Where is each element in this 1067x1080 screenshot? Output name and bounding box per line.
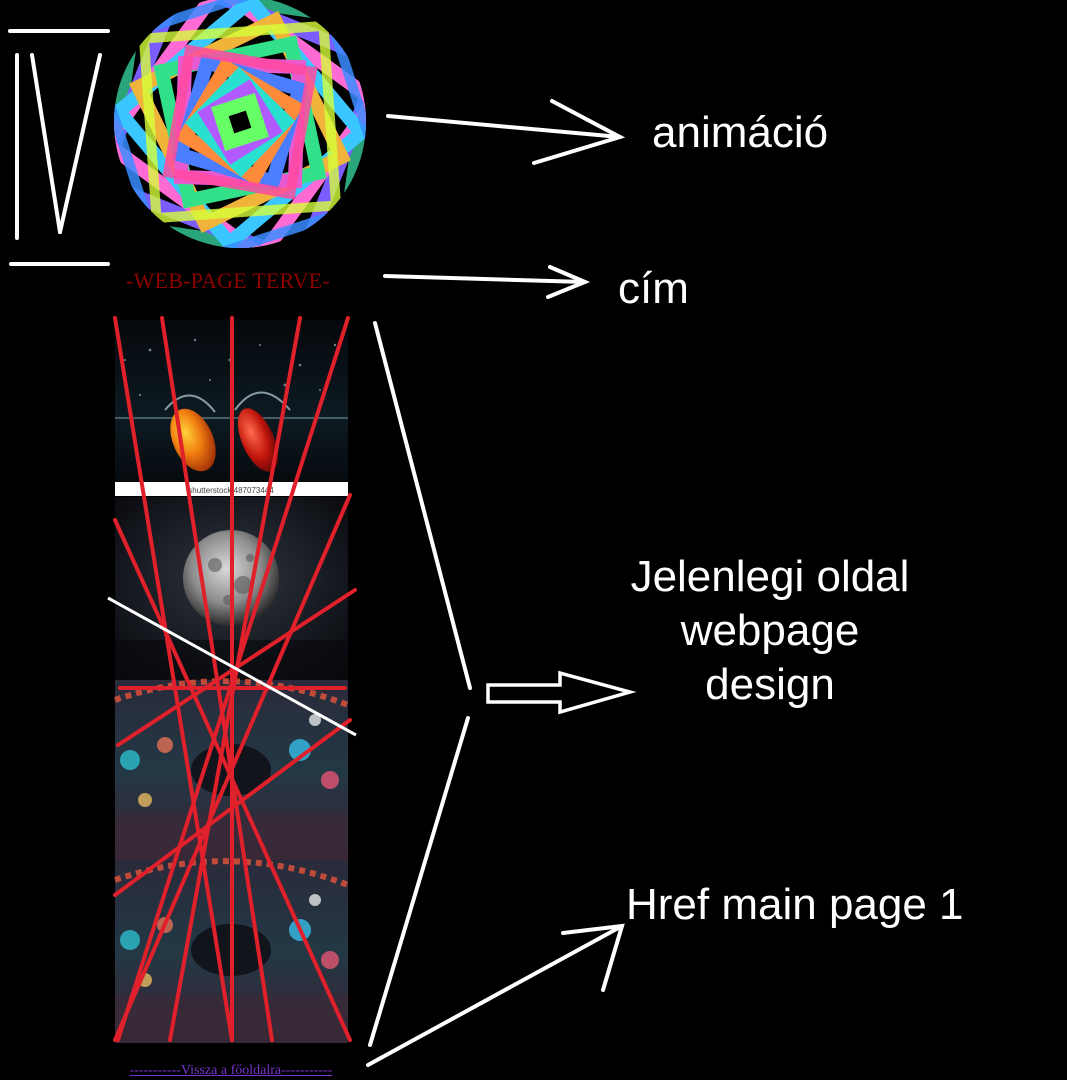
arrow-design: [486, 670, 637, 715]
annotation-animation: animáció: [652, 108, 829, 157]
annotation-current-design: Jelenlegi oldal webpage design: [610, 550, 930, 712]
annotation-design-line-3: design: [705, 660, 835, 709]
white-strike-line: [107, 596, 357, 737]
annotation-design-line-1: Jelenlegi oldal: [630, 552, 910, 601]
animation-graphic: [114, 0, 366, 248]
arrow-title: [383, 265, 591, 299]
page-title: -WEB-PAGE TERVE-: [126, 268, 330, 293]
bracket-doodle: [8, 29, 110, 266]
bracket-right: [368, 321, 472, 1047]
annotation-design-line-2: webpage: [680, 606, 860, 655]
arrow-href: [366, 923, 625, 1067]
arrow-animation: [386, 99, 626, 165]
annotation-title: cím: [618, 264, 689, 313]
back-to-home-link[interactable]: -----------Vissza a főoldalra-----------: [129, 1063, 333, 1078]
cross-out-lines: [113, 316, 357, 1042]
annotation-href: Href main page 1: [626, 880, 964, 929]
